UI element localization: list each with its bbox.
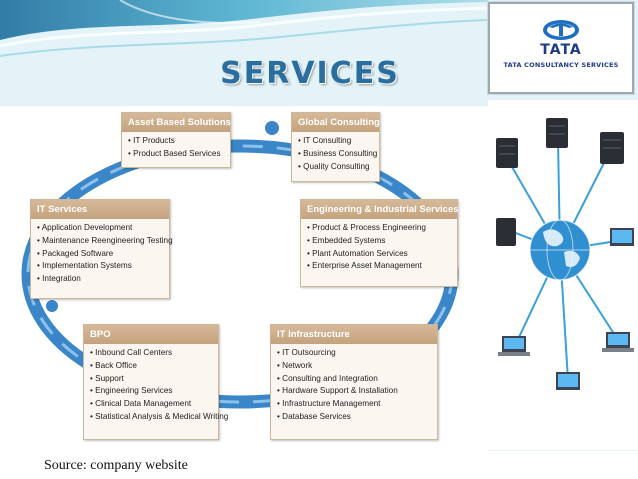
service-item: Quality Consulting bbox=[298, 161, 373, 174]
service-item: Business Consulting bbox=[298, 148, 377, 161]
service-item: IT Consulting bbox=[298, 135, 373, 148]
service-item: Back Office bbox=[90, 360, 212, 373]
service-box-title: BPO bbox=[84, 325, 218, 344]
source-caption: Source: company website bbox=[44, 458, 188, 473]
service-item: Product & Process Engineering bbox=[307, 222, 451, 235]
footer-bar bbox=[0, 451, 638, 479]
service-item: Database Services bbox=[277, 411, 431, 424]
service-item: Network bbox=[277, 360, 431, 373]
service-box-it-infrastructure: IT Infrastructure IT Outsourcing Network… bbox=[270, 324, 438, 440]
tata-logo-mark-icon bbox=[543, 20, 579, 40]
service-item: Inbound Call Centers bbox=[90, 347, 212, 360]
computer-icon bbox=[498, 228, 634, 390]
service-box-it-services: IT Services Application Development Main… bbox=[30, 199, 173, 299]
page-title: SERVICES bbox=[220, 56, 400, 91]
logo-subtitle: TATA CONSULTANCY SERVICES bbox=[503, 61, 619, 69]
service-box-global-consulting: Global Consulting IT Consulting Business… bbox=[291, 112, 380, 182]
service-item: Consulting and Integration bbox=[277, 373, 431, 386]
service-item: Enterprise Asset Management bbox=[307, 260, 451, 273]
service-item: Embedded Systems bbox=[307, 235, 451, 248]
service-item: Engineering Services bbox=[90, 385, 212, 398]
service-item: Packaged Software bbox=[37, 248, 163, 261]
service-item: IT Products bbox=[128, 135, 224, 148]
service-item: Product Based Services bbox=[128, 148, 224, 161]
service-item: Infrastructure Management bbox=[277, 398, 431, 411]
service-item: Plant Automation Services bbox=[307, 248, 451, 261]
service-item: Hardware Support & Installation bbox=[277, 385, 431, 398]
service-box-asset-based-solutions: Asset Based Solutions IT Products Produc… bbox=[121, 112, 231, 168]
service-box-bpo: BPO Inbound Call Centers Back Office Sup… bbox=[83, 324, 228, 440]
logo-wordmark: TATA bbox=[540, 42, 582, 58]
service-item: Application Development bbox=[37, 222, 163, 235]
service-box-title: Asset Based Solutions bbox=[122, 113, 231, 132]
service-box-title: IT Infrastructure bbox=[271, 325, 437, 344]
service-item: Implementation Systems bbox=[37, 260, 163, 273]
service-box-engineering-industrial-services: Engineering & Industrial Services Produc… bbox=[300, 199, 459, 287]
service-item: Maintenance Reengineering Testing bbox=[37, 235, 172, 248]
service-item: Clinical Data Management bbox=[90, 398, 212, 411]
service-item: Integration bbox=[37, 273, 163, 286]
tata-logo: TATA TATA CONSULTANCY SERVICES bbox=[488, 2, 634, 94]
network-illustration bbox=[488, 100, 638, 450]
service-item: Support bbox=[90, 373, 212, 386]
service-item: Statistical Analysis & Medical Writing bbox=[90, 411, 228, 424]
service-box-title: IT Services bbox=[31, 200, 169, 219]
service-box-title: Engineering & Industrial Services bbox=[301, 200, 459, 219]
service-box-title: Global Consulting bbox=[292, 113, 380, 132]
globe-icon bbox=[529, 219, 591, 281]
service-item: IT Outsourcing bbox=[277, 347, 431, 360]
